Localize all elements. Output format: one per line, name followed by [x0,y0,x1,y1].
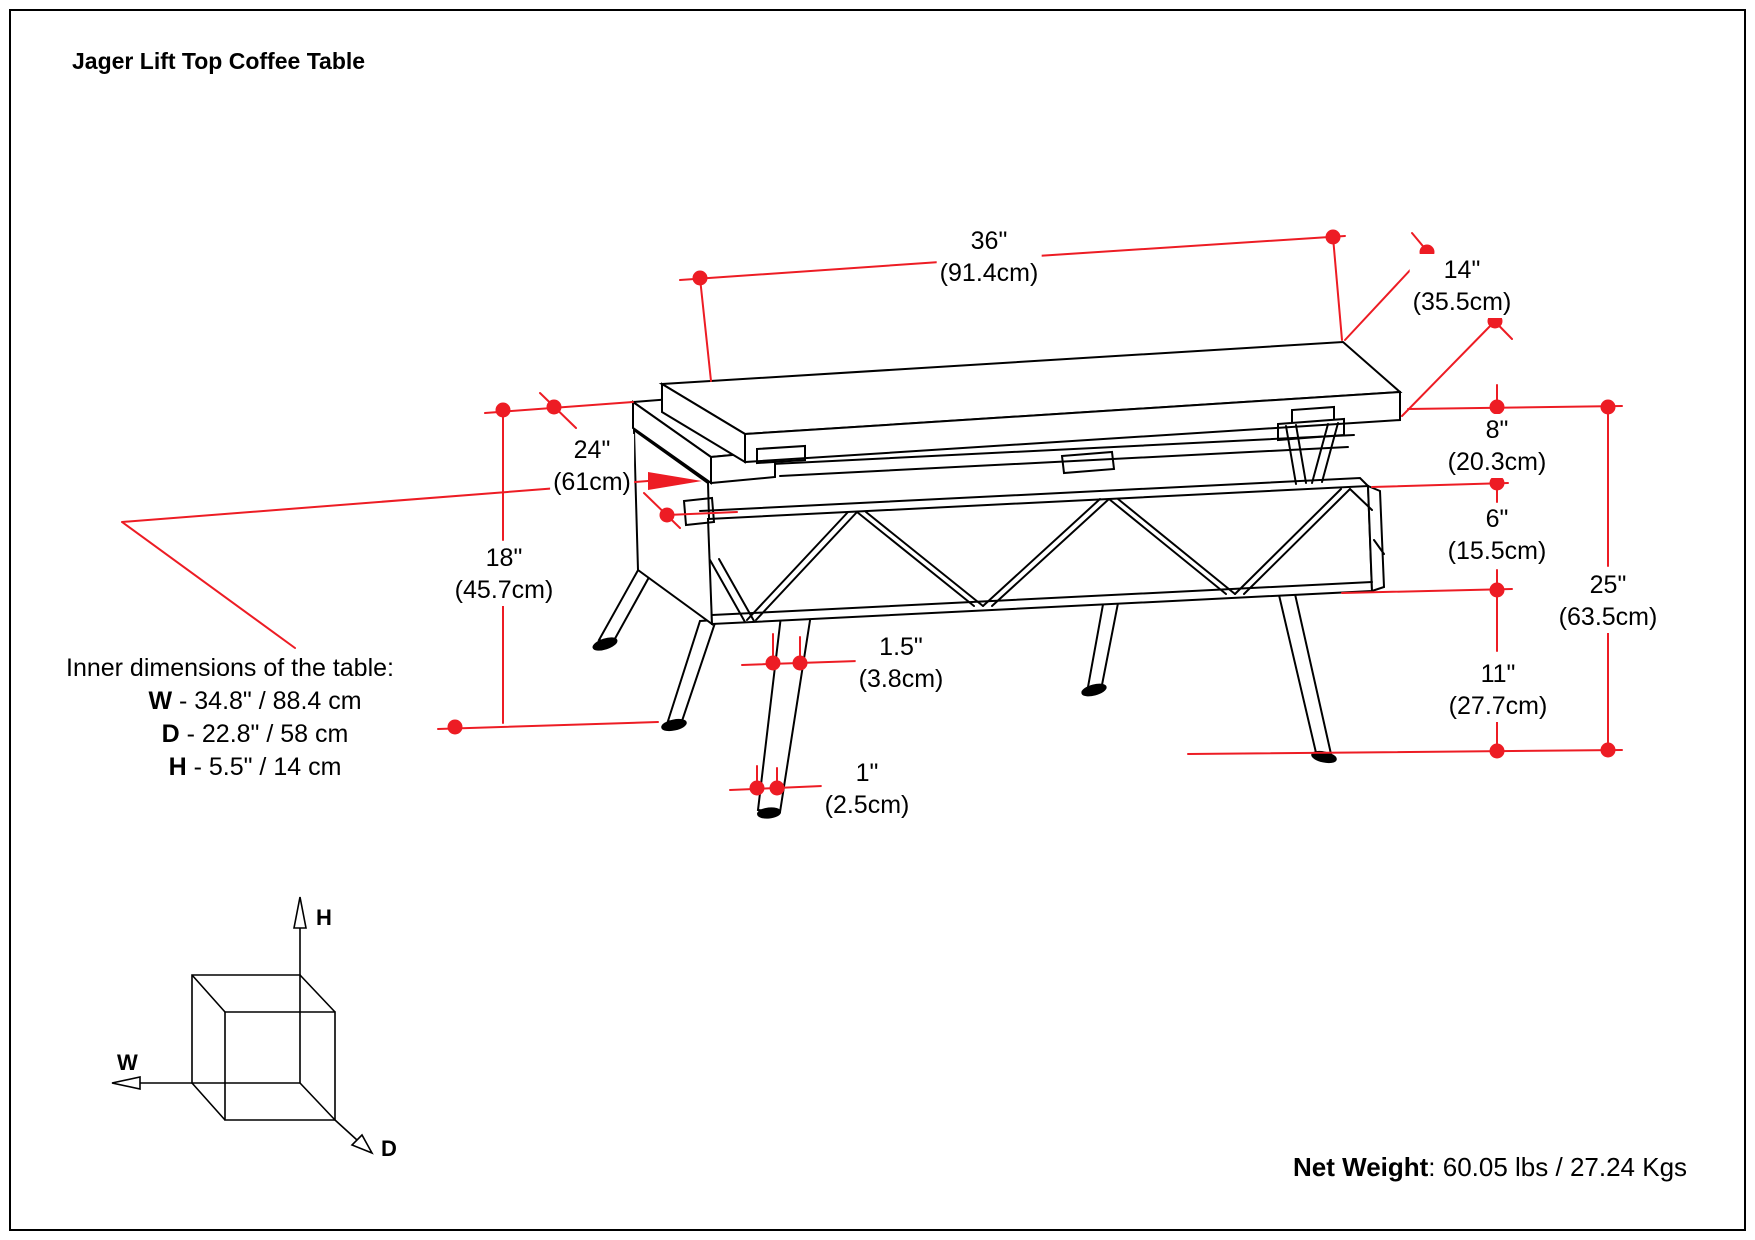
dim-label-14in: 14" (35.5cm) [1409,254,1515,318]
dim-label-6in: 6" (15.5cm) [1444,503,1550,567]
apron-zigzag-pattern [709,488,1385,623]
page-border [9,9,1746,1231]
dim-label-18in: 18" (45.7cm) [451,542,557,606]
mechanism-strut [1311,422,1339,484]
ext-line-lift-top [1407,405,1623,410]
dim-label-1in: 1" (2.5cm) [821,757,913,821]
w-axis-label: W [117,1050,138,1075]
table-drawing [592,340,1403,819]
floor-line-left [437,721,659,730]
leg-foot [757,807,781,819]
cube-back-face [191,974,301,1084]
h-axis-label: H [316,905,332,930]
page-title: Jager Lift Top Coffee Table [72,48,366,74]
mechanism-bracket [1060,450,1116,475]
front-right-leg [1277,592,1333,759]
handle-recess-left [756,444,806,465]
floor-line-right [1187,749,1623,755]
d-axis-arrow-icon [350,1133,374,1155]
net-weight: Net Weight: 60.05 lbs / 27.24 Kgs [1293,1152,1688,1182]
dim-line-36 [679,235,1346,281]
leg-foot [661,718,687,732]
front-center-leg [756,612,813,814]
body-right-edge [1366,484,1386,593]
back-right-leg [1086,596,1121,692]
d-axis-label: D [381,1136,397,1161]
body-top-rim [699,476,1369,512]
dim-label-11in: 11" (27.7cm) [1445,658,1551,722]
lift-top [658,340,1403,465]
front-left-leg [666,618,718,726]
dim-label-25in: 25" (63.5cm) [1555,569,1661,633]
dim-label-36in: 36" (91.4cm) [936,225,1042,289]
ext-line-body-bottom [1341,588,1513,594]
mechanism-bracket-left [682,496,716,527]
table-body [632,428,1386,627]
ext-line-body-top [1371,482,1509,488]
mechanism-strut [1285,424,1307,485]
dim-leaders-36 [699,236,1343,382]
inner-dims-leader-lines [121,480,649,649]
leg-foot [592,637,618,651]
dim-label-1-5in: 1.5" (3.8cm) [855,631,947,695]
h-axis-arrow-icon [293,896,307,929]
body-bottom-rim [711,581,1373,616]
dimension-endpoints [447,229,1616,796]
dim-label-24in: 24" (61cm) [550,434,634,498]
d-axis [334,1119,358,1141]
w-axis-arrow-icon [111,1076,141,1090]
fixed-top-left-edge [632,400,712,485]
lift-top-left-edge [661,382,746,464]
inner-dimensions-block: Inner dimensions of the table: W - 34.8"… [60,652,450,784]
table-legs [592,559,1337,819]
inner-dimension-row: H - 5.5" / 14 cm [168,753,342,781]
inner-box-edges [771,434,1355,477]
cube-front-face [224,1011,336,1121]
inner-dimension-row: W - 34.8" / 88.4 cm [148,687,362,715]
inner-dimensions-heading: Inner dimensions of the table: [66,654,394,682]
handle-recess-right [1277,405,1345,442]
orientation-cube [111,896,374,1155]
dim-ext-24-bottom [666,511,738,516]
dimension-annotations [121,229,1623,796]
dim-label-8in: 8" (20.3cm) [1444,414,1550,478]
inner-dimension-row: D - 22.8" / 58 cm [161,720,349,748]
leg-foot [1081,683,1107,697]
cube-connectors [191,974,336,1121]
lift-mechanism [682,422,1339,527]
inner-dims-arrow-icon [648,472,702,490]
